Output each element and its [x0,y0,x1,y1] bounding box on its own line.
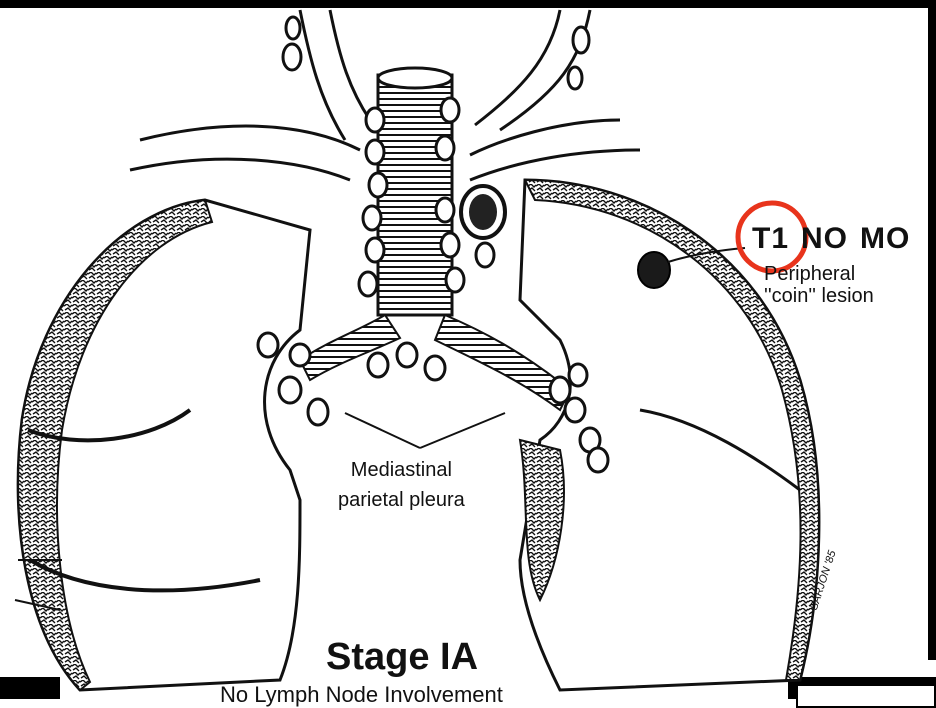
left-lung [15,200,310,690]
m-stage: MO [860,222,910,255]
stage-title: Stage IA [326,636,478,679]
corner-box [796,684,936,708]
tnm-staging-label: T1 NO MO [752,222,922,256]
pleura-line1: Mediastinal [338,455,465,485]
t-stage: T1 [752,222,789,255]
n-stage: NO [801,222,848,255]
stage-subtitle: No Lymph Node Involvement [220,682,503,708]
pleura-line2: parietal pleura [338,485,465,515]
pleura-label: Mediastinal parietal pleura [338,455,465,515]
right-lung [520,180,819,690]
pleura-pointer-lines [345,413,505,448]
coin-lesion-line1: Peripheral [764,263,874,285]
coin-lesion-line2: ''coin'' lesion [764,285,874,307]
coin-lesion-label: Peripheral ''coin'' lesion [764,263,874,307]
aortic-ring [461,186,505,238]
